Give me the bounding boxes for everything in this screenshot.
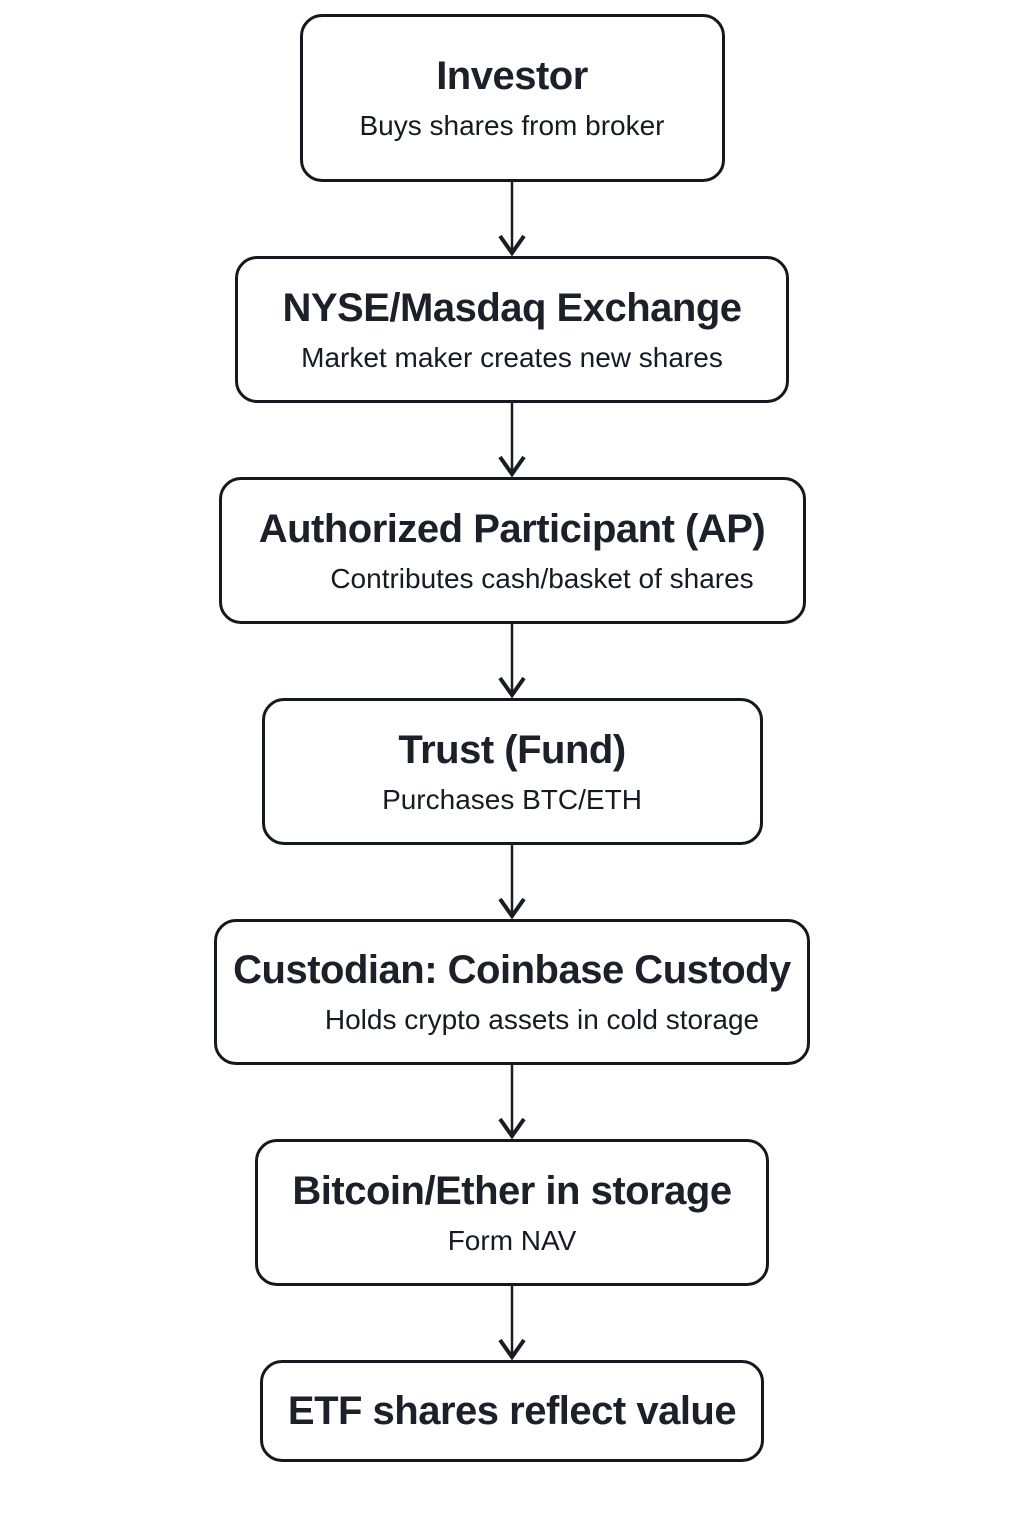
- node-title: Custodian: Coinbase Custody: [233, 948, 791, 993]
- flow-node-exchange: NYSE/Masdaq Exchange Market maker create…: [235, 256, 789, 403]
- node-title: ETF shares reflect value: [287, 1389, 737, 1433]
- flow-node-custodian: Custodian: Coinbase Custody Holds crypto…: [214, 919, 810, 1065]
- flow-node-investor: Investor Buys shares from broker: [299, 14, 725, 182]
- node-title: Authorized Participant (AP): [258, 506, 766, 551]
- flow-node-authorized-participant: Authorized Participant (AP) Contributes …: [218, 477, 806, 624]
- node-subtitle: Market maker creates new shares: [301, 341, 723, 373]
- node-title: Investor: [436, 54, 588, 99]
- arrow-down-icon: [490, 845, 534, 919]
- node-title: Trust (Fund): [398, 727, 626, 772]
- arrow-down-icon: [490, 624, 534, 698]
- node-title: Bitcoin/Ether in storage: [292, 1168, 732, 1213]
- node-subtitle: Buys shares from broker: [359, 110, 665, 142]
- node-subtitle: Purchases BTC/ETH: [382, 783, 642, 815]
- node-title: NYSE/Masdaq Exchange: [282, 285, 742, 330]
- flow-node-storage: Bitcoin/Ether in storage Form NAV: [255, 1139, 769, 1286]
- arrow-down-icon: [490, 182, 534, 256]
- node-subtitle: Form NAV: [447, 1224, 577, 1256]
- arrow-down-icon: [490, 403, 534, 477]
- arrow-down-icon: [490, 1065, 534, 1139]
- node-subtitle: Contributes cash/basket of shares: [330, 562, 754, 594]
- flow-node-trust: Trust (Fund) Purchases BTC/ETH: [261, 698, 763, 845]
- arrow-down-icon: [490, 1286, 534, 1360]
- flow-node-etf-shares: ETF shares reflect value: [260, 1360, 764, 1462]
- node-subtitle: Holds crypto assets in cold storage: [324, 1004, 760, 1036]
